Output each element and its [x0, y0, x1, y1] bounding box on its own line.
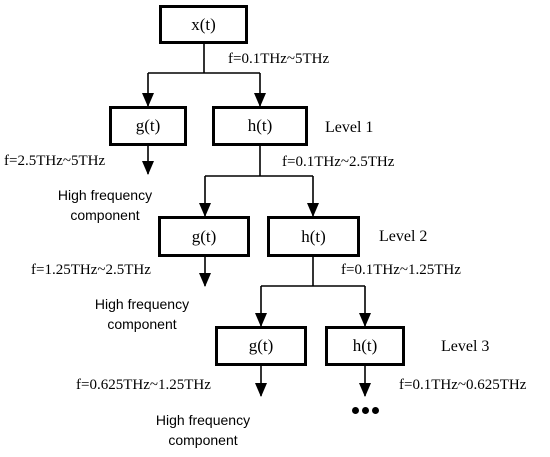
- root-signal-box: x(t): [159, 5, 248, 44]
- level1-h-band-label: f=0.1THz~2.5THz: [282, 154, 395, 170]
- ellipsis-dot: [372, 407, 379, 414]
- level1-high-frequency-label: High frequency component: [57, 187, 153, 223]
- level2-h-box: h(t): [267, 216, 360, 257]
- ellipsis-dot: [362, 407, 369, 414]
- level3-h-band-label: f=0.1THz~0.625THz: [399, 377, 527, 393]
- level2-h-label: h(t): [301, 226, 326, 246]
- level3-g-box: g(t): [215, 326, 307, 366]
- root-band-label: f=0.1THz~5THz: [228, 51, 330, 67]
- ellipsis-dot: [352, 407, 359, 414]
- level2-h-band-label: f=0.1THz~1.25THz: [341, 262, 461, 278]
- level3-g-label: g(t): [248, 336, 274, 355]
- level2-label: Level 2: [379, 228, 428, 245]
- level2-high-frequency-label: High frequency component: [94, 296, 190, 332]
- level2-g-band-label: f=1.25THz~2.5THz: [31, 262, 151, 278]
- level1-g-box: g(t): [109, 106, 187, 146]
- level1-label: Level 1: [325, 119, 374, 136]
- level2-g-box: g(t): [158, 216, 250, 257]
- level3-h-label: h(t): [352, 336, 378, 355]
- level2-g-label: g(t): [191, 226, 217, 246]
- root-signal-label: x(t): [191, 14, 216, 34]
- level1-g-label: g(t): [135, 116, 161, 135]
- level3-label: Level 3: [441, 338, 490, 355]
- level1-g-band-label: f=2.5THz~5THz: [4, 153, 106, 169]
- level3-g-band-label: f=0.625THz~1.25THz: [76, 377, 211, 393]
- level1-h-label: h(t): [247, 116, 273, 135]
- level3-high-frequency-label: High frequency component: [155, 412, 251, 448]
- level1-h-box: h(t): [212, 106, 308, 146]
- level3-h-box: h(t): [325, 326, 405, 366]
